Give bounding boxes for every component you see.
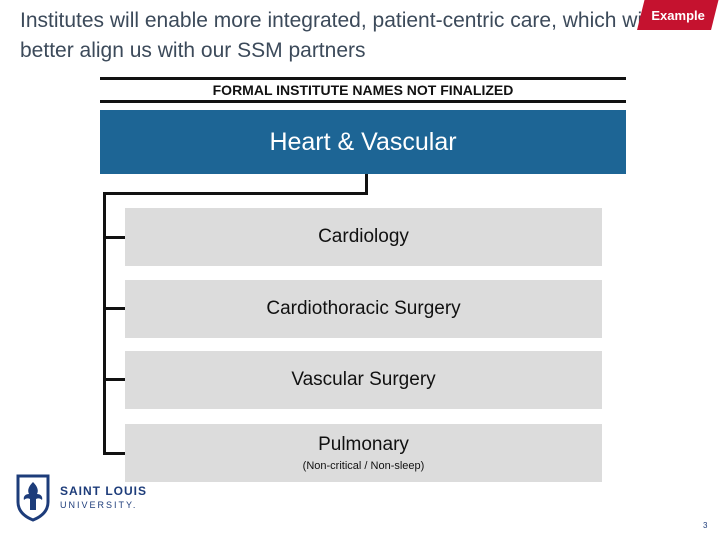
- names-not-finalized-banner: FORMAL INSTITUTE NAMES NOT FINALIZED: [100, 77, 626, 103]
- child-node-label: Vascular Surgery: [291, 369, 436, 390]
- shield-crest-icon: [16, 474, 50, 522]
- child-node-vascular-surgery: Vascular Surgery: [125, 351, 602, 409]
- root-node-heart-vascular: Heart & Vascular: [100, 110, 626, 174]
- connector-branch-1: [103, 236, 125, 239]
- logo-line-2: UNIVERSITY.: [60, 500, 138, 510]
- connector-branch-2: [103, 307, 125, 310]
- saint-louis-university-logo: SAINT LOUIS UNIVERSITY.: [16, 474, 147, 522]
- connector-branch-3: [103, 378, 125, 381]
- child-node-pulmonary: Pulmonary (Non-critical / Non-sleep): [125, 424, 602, 482]
- page-number: 3: [703, 521, 708, 530]
- slide-title: Institutes will enable more integrated, …: [20, 9, 652, 62]
- child-node-label: Cardiology: [318, 226, 409, 247]
- logo-line-1: SAINT LOUIS: [60, 484, 148, 498]
- child-node-sublabel: (Non-critical / Non-sleep): [302, 460, 425, 472]
- child-node-label: Cardiothoracic Surgery: [266, 298, 461, 319]
- connector-branch-4: [103, 452, 125, 455]
- connector-horizontal-top: [103, 192, 368, 195]
- example-badge-label: Example: [651, 7, 706, 23]
- child-node-cardiothoracic-surgery: Cardiothoracic Surgery: [125, 280, 602, 338]
- connector-root-down: [365, 174, 368, 194]
- child-node-cardiology: Cardiology: [125, 208, 602, 266]
- child-node-label: Pulmonary: [318, 434, 409, 455]
- example-badge: Example: [637, 0, 720, 30]
- connector-vertical-spine: [103, 192, 106, 455]
